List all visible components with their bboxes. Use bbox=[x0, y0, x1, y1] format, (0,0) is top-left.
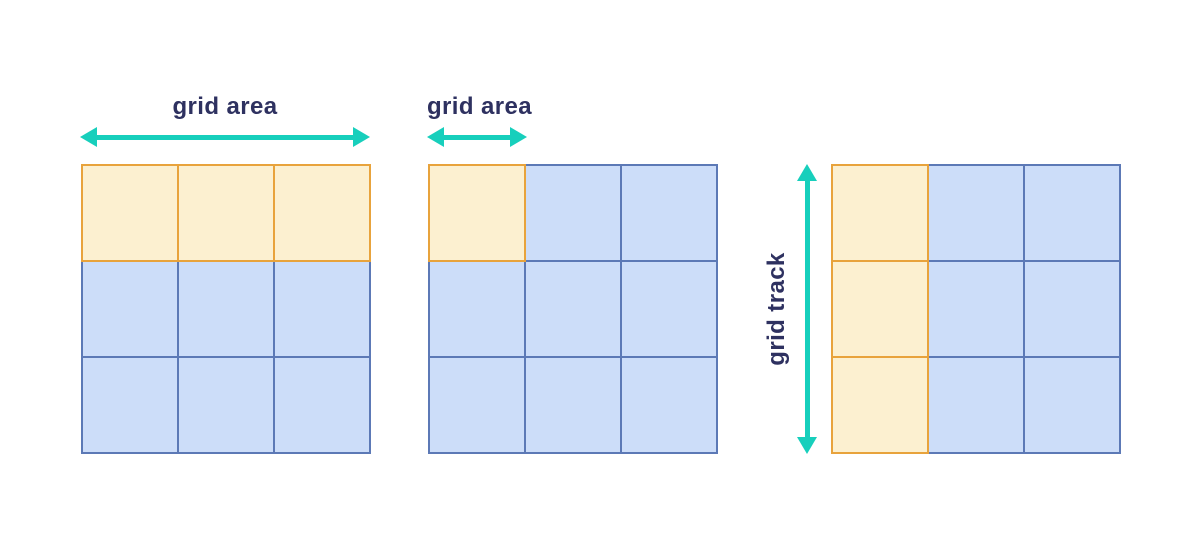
grid-cell bbox=[81, 356, 179, 454]
grid-row bbox=[81, 356, 371, 454]
arrow-head-right-icon bbox=[510, 127, 527, 147]
grid-cell bbox=[428, 356, 526, 454]
arrow-shaft bbox=[435, 135, 519, 140]
highlighted-grid-cell bbox=[428, 164, 526, 262]
grid-cell bbox=[273, 356, 371, 454]
grid-track-label: grid track bbox=[763, 252, 790, 366]
grid-area-row-figure bbox=[81, 164, 371, 454]
highlighted-grid-cell bbox=[81, 164, 179, 262]
highlighted-grid-cell bbox=[273, 164, 371, 262]
grid-cell bbox=[273, 260, 371, 358]
arrow-head-right-icon bbox=[353, 127, 370, 147]
grid-row bbox=[428, 356, 718, 454]
grid-row bbox=[81, 164, 371, 262]
arrow-head-down-icon bbox=[797, 437, 817, 454]
grid-row bbox=[428, 260, 718, 358]
highlighted-grid-cell bbox=[831, 164, 929, 262]
grid-cell bbox=[177, 356, 275, 454]
grid-cell bbox=[524, 260, 622, 358]
grid-cell bbox=[1023, 260, 1121, 358]
grid-cell bbox=[927, 260, 1025, 358]
grid-cell bbox=[620, 164, 718, 262]
grid-row bbox=[831, 260, 1121, 358]
grid-area-row-label: grid area bbox=[172, 93, 278, 120]
grid-row bbox=[428, 164, 718, 262]
double-arrow-vertical-icon bbox=[796, 164, 818, 454]
grid-area-cell-label: grid area bbox=[427, 93, 532, 120]
highlighted-grid-cell bbox=[831, 260, 929, 358]
grid-row bbox=[831, 164, 1121, 262]
arrow-shaft bbox=[88, 135, 362, 140]
grid-cell bbox=[927, 356, 1025, 454]
grid-row bbox=[831, 356, 1121, 454]
grid-cell bbox=[620, 260, 718, 358]
grid-cell bbox=[524, 356, 622, 454]
grid-track-figure bbox=[831, 164, 1121, 454]
grid-cell bbox=[927, 164, 1025, 262]
grid-cell bbox=[81, 260, 179, 358]
grid-cell bbox=[524, 164, 622, 262]
grid-cell bbox=[620, 356, 718, 454]
grid-cell bbox=[428, 260, 526, 358]
grid-cell bbox=[1023, 164, 1121, 262]
double-arrow-horizontal-icon bbox=[427, 126, 527, 148]
highlighted-grid-cell bbox=[177, 164, 275, 262]
grid-row bbox=[81, 260, 371, 358]
arrow-shaft bbox=[805, 172, 810, 446]
grid-area-cell-figure bbox=[428, 164, 718, 454]
highlighted-grid-cell bbox=[831, 356, 929, 454]
grid-cell bbox=[1023, 356, 1121, 454]
grid-cell bbox=[177, 260, 275, 358]
double-arrow-horizontal-icon bbox=[80, 126, 370, 148]
